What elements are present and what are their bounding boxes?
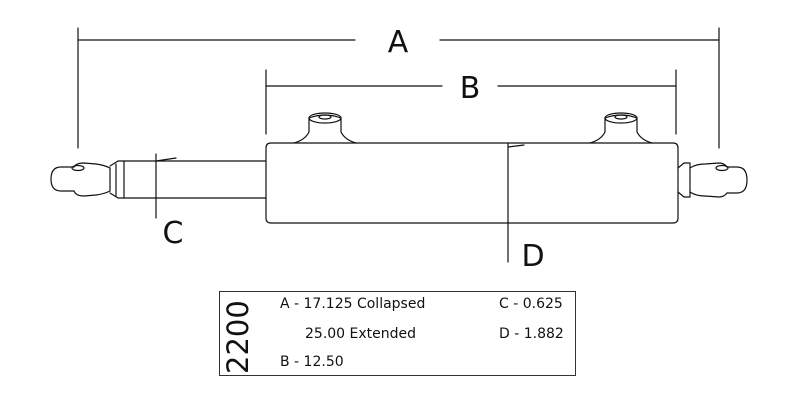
dimension-b-label: B — [460, 71, 481, 106]
right-end-fitting — [677, 162, 748, 198]
dimension-c-label: C — [163, 216, 184, 251]
spec-d: D - 1.882 — [499, 326, 564, 342]
dimension-d-label: D — [521, 239, 544, 274]
model-number: 2200 — [221, 300, 255, 374]
left-rod-eye — [50, 162, 111, 197]
spec-table: 2200 A - 17.125 Collapsed 25.00 Extended… — [219, 291, 576, 376]
spec-a-collapsed: A - 17.125 Collapsed — [280, 296, 426, 312]
dimension-a — [77, 27, 720, 149]
left-port — [293, 112, 357, 144]
dimension-a-label: A — [388, 25, 409, 60]
spec-b: B - 12.50 — [280, 354, 344, 370]
spec-c: C - 0.625 — [499, 296, 563, 312]
piston-rod — [123, 153, 267, 219]
cylinder-barrel — [265, 142, 679, 263]
spec-a-extended: 25.00 Extended — [305, 326, 417, 342]
dimension-b — [265, 69, 677, 135]
left-rod-nut — [109, 160, 125, 199]
right-port — [589, 112, 653, 144]
